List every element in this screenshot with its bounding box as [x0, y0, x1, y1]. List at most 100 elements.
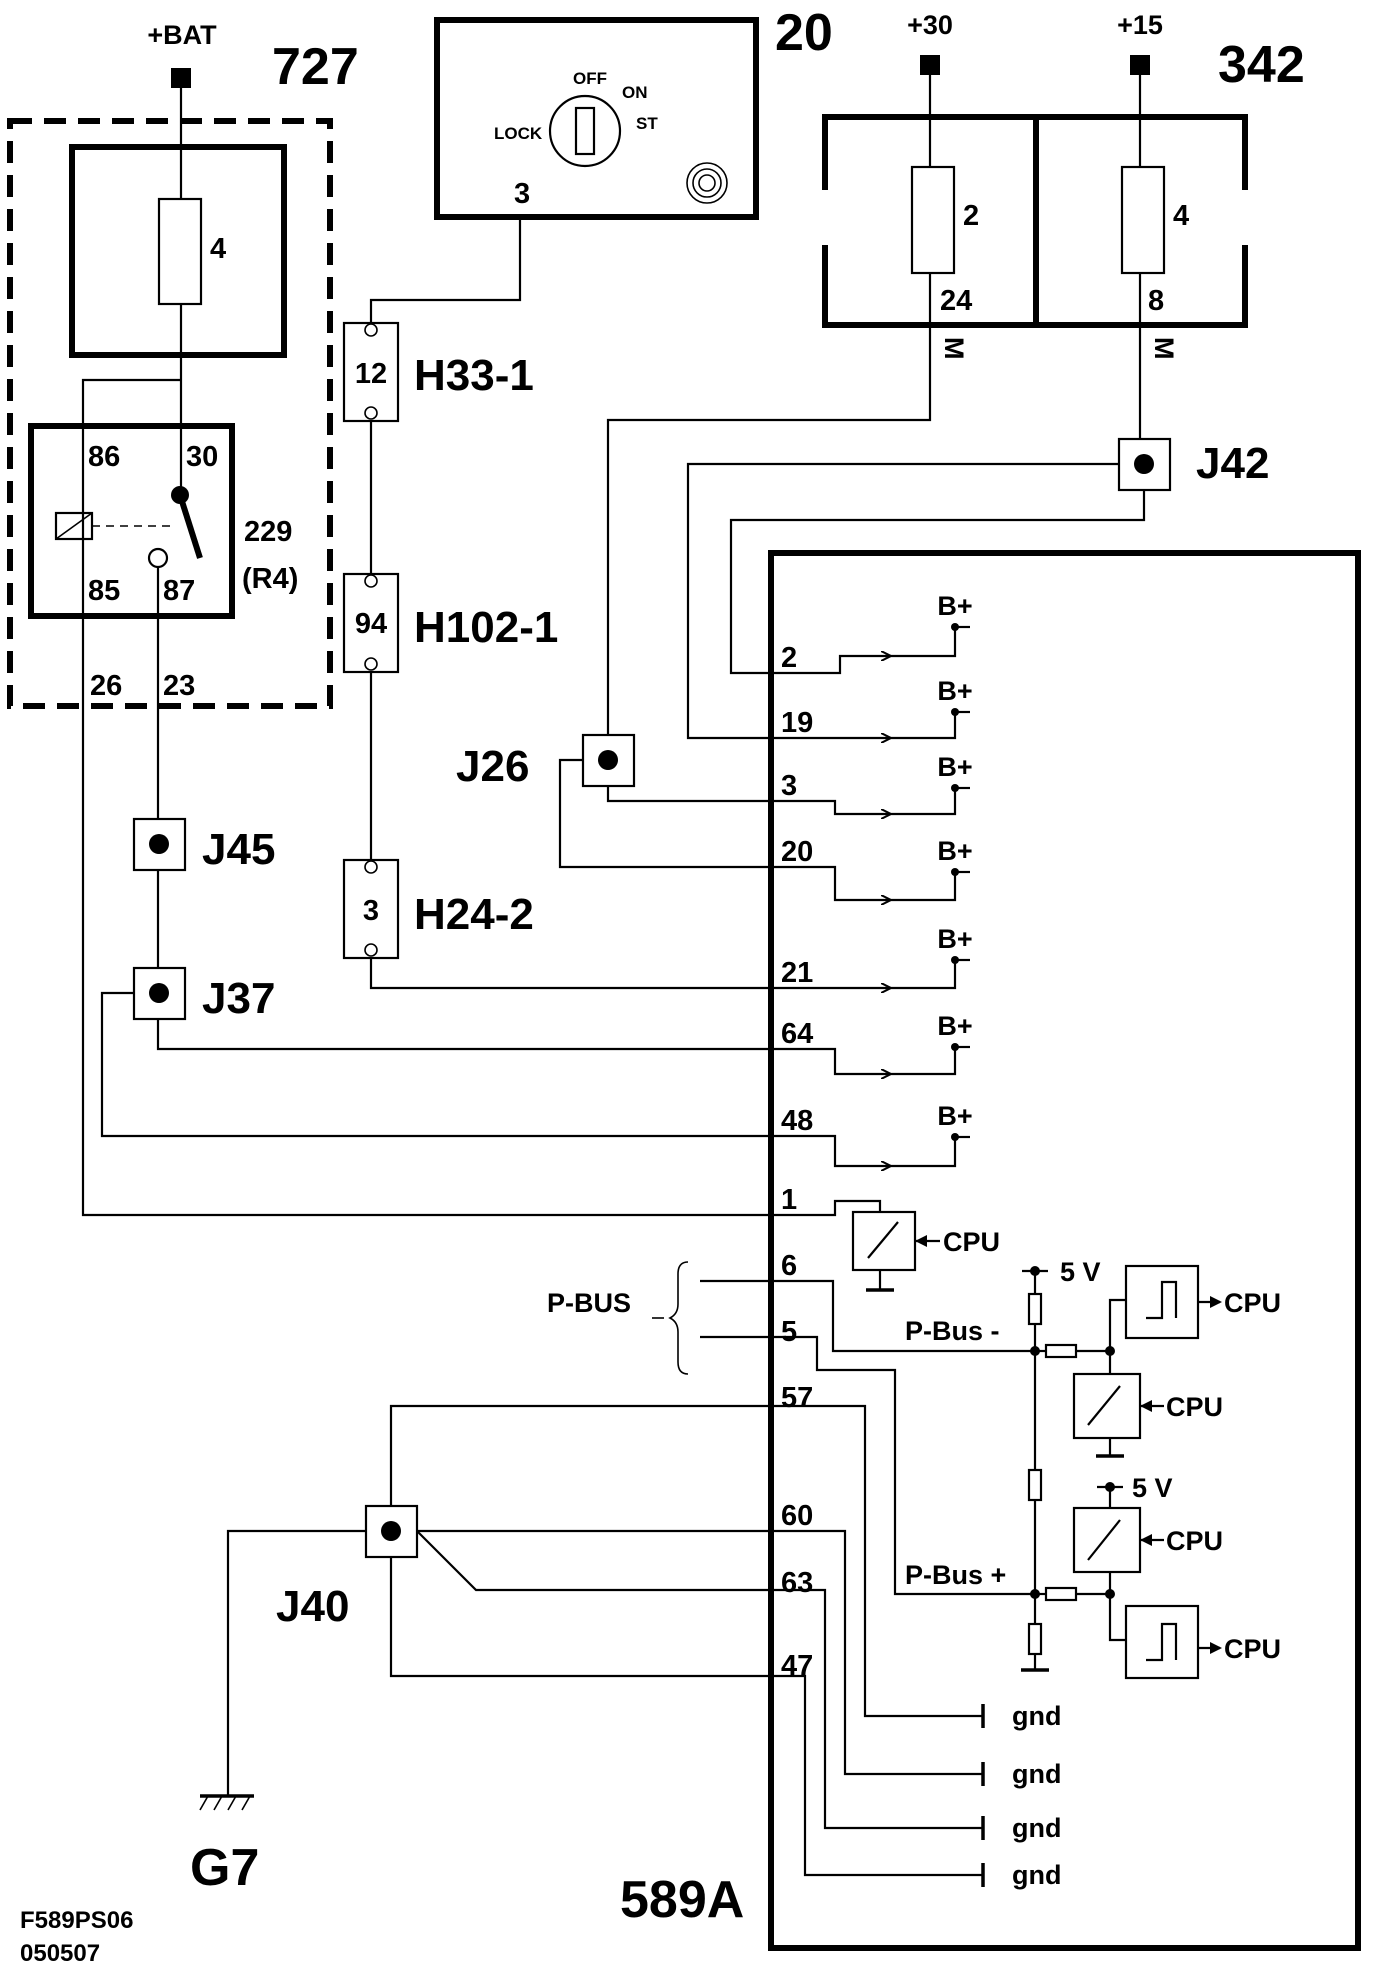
relay-box-fuse-holder	[69, 144, 287, 358]
h102-pin: 94	[355, 608, 387, 640]
j42-label: J42	[1196, 439, 1269, 488]
junction-j42: J42	[1117, 437, 1269, 492]
ignition-lock: LOCK	[494, 124, 543, 143]
ecu-inputs: B+ B+ B+ B+ B+ B+ B+	[771, 591, 973, 1166]
junction-j40: J40	[276, 1504, 419, 1631]
bplus-2: B+	[937, 591, 972, 621]
h102-name: H102-1	[414, 603, 558, 652]
gnd-63: gnd	[1012, 1813, 1061, 1843]
bat-label: +BAT	[147, 20, 217, 50]
h33-pin: 12	[355, 358, 387, 390]
relay-pin-86: 86	[88, 441, 120, 473]
gnd-57: gnd	[1012, 1701, 1061, 1731]
pin1-driver: CPU	[771, 1199, 1000, 1292]
ecu-pin-2: 2	[781, 642, 797, 674]
bplus-48: B+	[937, 1101, 972, 1131]
pbus-minus-label: P-Bus -	[905, 1316, 1000, 1346]
cpu-pbus-transistor: CPU	[1166, 1392, 1223, 1422]
fuse-30-pin: 24	[940, 285, 972, 317]
connector-h33-1: 12 H33-1	[342, 321, 534, 423]
fuse-15	[1120, 165, 1166, 275]
drawing-code: F589PS06	[20, 1907, 133, 1934]
pbus-transistor-icon	[1072, 1372, 1142, 1440]
fuse-15-number: 4	[1173, 200, 1189, 232]
junction-j37: J37	[132, 966, 275, 1023]
ecu-pin-21: 21	[781, 957, 813, 989]
t15-label: +15	[1117, 10, 1163, 40]
h33-name: H33-1	[414, 351, 534, 400]
relay-pin-30: 30	[186, 441, 218, 473]
bplus-64: B+	[937, 1011, 972, 1041]
pbus-plus-transistor-icon	[1072, 1506, 1142, 1574]
pbus-label-group: P-BUS	[547, 1261, 689, 1375]
ecu-pin-60: 60	[781, 1500, 813, 1532]
cpu-pbus-minus: CPU	[1224, 1288, 1281, 1318]
pbus-label: P-BUS	[547, 1288, 631, 1318]
cpu-pin1: CPU	[943, 1227, 1000, 1257]
bplus-3: B+	[937, 752, 972, 782]
ecu-pin-3: 3	[781, 770, 797, 802]
five-v-top: 5 V	[1060, 1257, 1101, 1287]
junction-j45: J45	[132, 817, 275, 874]
drawing-date: 050507	[20, 1940, 100, 1967]
relay-box-pin-26: 26	[90, 670, 122, 702]
ecu-grounds: gnd gnd gnd gnd	[771, 1404, 1061, 1890]
five-v-bottom: 5 V	[1132, 1473, 1173, 1503]
bplus-20: B+	[937, 836, 972, 866]
pbus-plus-label: P-Bus +	[905, 1560, 1006, 1590]
relay-box-label: 727	[272, 38, 359, 96]
relay-box-pin-23: 23	[163, 670, 195, 702]
transistor-icon	[851, 1210, 917, 1272]
ecu-pin-19: 19	[781, 707, 813, 739]
fuse-30	[910, 165, 956, 275]
ignition-st: ST	[636, 114, 658, 133]
control-unit-589a: 589A	[620, 550, 1361, 1951]
ignition-off: OFF	[573, 69, 607, 88]
fuse-box-label: 342	[1218, 36, 1305, 94]
ignition-on: ON	[622, 83, 648, 102]
ground-label: G7	[190, 1839, 259, 1897]
relay-pin-87: 87	[163, 575, 195, 607]
fuse-15-m: M	[1149, 337, 1179, 360]
ignition-switch-label: 20	[775, 4, 833, 62]
fuse-15-pin: 8	[1148, 285, 1164, 317]
ecu-pin-47: 47	[781, 1650, 813, 1682]
ignition-pin-3: 3	[514, 178, 530, 210]
gnd-60: gnd	[1012, 1759, 1061, 1789]
ecu-pin-48: 48	[781, 1105, 813, 1137]
ecu-pin-20: 20	[781, 836, 813, 868]
relay-ref: (R4)	[242, 563, 298, 595]
ecu-pin-6: 6	[781, 1250, 797, 1282]
relay-box-fuse-number: 4	[210, 233, 226, 265]
ecu-pins: 2 19 3 20 21 64 48 1 6 5 57 60 63 47	[781, 642, 813, 1682]
relay-229	[28, 423, 235, 619]
fuse-30-number: 2	[963, 200, 979, 232]
relay-id: 229	[244, 516, 292, 548]
junction-j26: J26	[456, 733, 636, 791]
j37-label: J37	[202, 974, 275, 1023]
fuse-30-m: M	[939, 337, 969, 360]
gnd-47: gnd	[1012, 1860, 1061, 1890]
j26-label: J26	[456, 742, 529, 791]
connector-h24-2: 3 H24-2	[342, 858, 534, 960]
j45-label: J45	[202, 825, 275, 874]
anti-theft-ring-icon	[686, 162, 728, 204]
fuse-box-342: 342 2 24 4 8 M M	[820, 36, 1305, 360]
ecu-pin-64: 64	[781, 1018, 813, 1050]
ground-g7: G7	[190, 1794, 259, 1897]
ecu-pin-1: 1	[781, 1184, 797, 1216]
ecu-pin-5: 5	[781, 1316, 797, 1348]
control-unit-label: 589A	[620, 1871, 744, 1929]
pbus-circuit: 5 V P-Bus - CPU CPU 5 V	[771, 1257, 1281, 1680]
j40-label: J40	[276, 1582, 349, 1631]
bat-terminal: +BAT	[147, 20, 217, 88]
ignition-switch-20: 20 OFF ON ST LOCK 3	[434, 4, 833, 220]
h24-pin: 3	[363, 895, 379, 927]
relay-box-727: 727 4 86 30 85 87 229 (R4) 26 23	[7, 38, 359, 709]
ecu-pin-57: 57	[781, 1382, 813, 1414]
ecu-pin-63: 63	[781, 1567, 813, 1599]
wires	[81, 75, 1146, 1796]
cpu-pbus-plus-transistor: CPU	[1166, 1526, 1223, 1556]
relay-box-fuse	[157, 197, 203, 306]
